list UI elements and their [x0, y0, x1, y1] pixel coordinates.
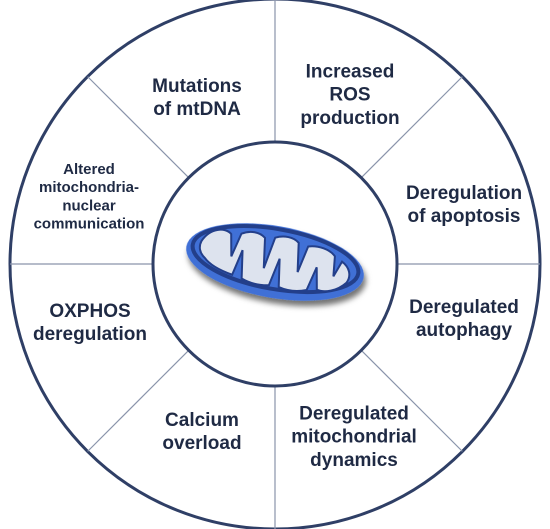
segment-label-line: ROS: [329, 85, 370, 106]
segment-label-line: of apoptosis: [408, 206, 521, 227]
segment-label-line: Calcium: [165, 410, 239, 431]
segment-label-line: Increased: [306, 61, 395, 82]
segment-label-line: Deregulation: [406, 183, 522, 204]
segment-label-line: overload: [162, 433, 241, 454]
segment-label-line: dynamics: [310, 450, 398, 471]
segment-label-line: Mutations: [152, 76, 242, 97]
segment-divider: [360, 76, 463, 179]
segment-label-line: mitochondrial: [291, 427, 417, 448]
segment-label-line: communication: [34, 216, 145, 233]
segment-divider: [87, 76, 190, 179]
segment-label-line: Deregulated: [409, 297, 519, 318]
segment-divider: [87, 349, 190, 452]
segment-label-line: production: [300, 108, 399, 129]
segment-label-line: nuclear: [62, 197, 116, 214]
mitochondrion-icon: [186, 223, 364, 301]
segment-label-line: mitochondria-: [39, 179, 139, 196]
segment-label-line: Altered: [63, 161, 115, 178]
segment-label-line: autophagy: [416, 320, 512, 341]
segment-label-line: of mtDNA: [153, 99, 241, 120]
segment-label-line: OXPHOS: [49, 301, 130, 322]
segment-dividers: [10, 0, 540, 529]
segment-label-line: deregulation: [33, 324, 147, 345]
segment-label-line: Deregulated: [299, 403, 409, 424]
segment-divider: [360, 349, 463, 452]
